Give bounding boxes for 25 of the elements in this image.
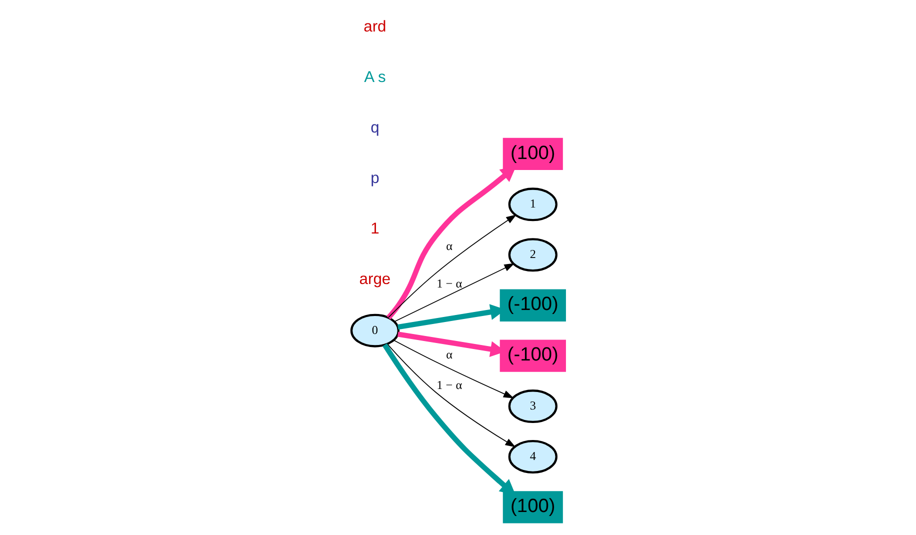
node-box: (100) — [502, 138, 562, 170]
edge-label: 1 − α — [436, 378, 462, 392]
node-box: (-100) — [499, 340, 566, 372]
edge-label: α — [446, 238, 452, 253]
arrow — [386, 344, 516, 448]
node-ellipse: 0 — [350, 314, 400, 348]
arrow — [388, 214, 516, 318]
node-ellipse: 3 — [508, 390, 557, 424]
label: 1 — [370, 220, 379, 238]
node-ellipse: 2 — [508, 238, 557, 272]
node-box: (100) — [502, 491, 562, 524]
node-ellipse: 1 — [508, 188, 557, 222]
label: p — [370, 170, 379, 188]
label: arge — [358, 270, 390, 288]
arrow — [386, 166, 516, 320]
label: A s — [364, 69, 386, 86]
arrow — [392, 340, 514, 398]
arrow — [393, 263, 514, 322]
node-ellipse: 4 — [508, 440, 557, 474]
arrow — [382, 343, 516, 495]
edge-label: α — [446, 348, 452, 362]
edge-label: 1 − α — [436, 276, 462, 290]
label: q — [370, 120, 379, 137]
node-box: (-100) — [499, 289, 566, 322]
label: ard — [363, 18, 386, 36]
